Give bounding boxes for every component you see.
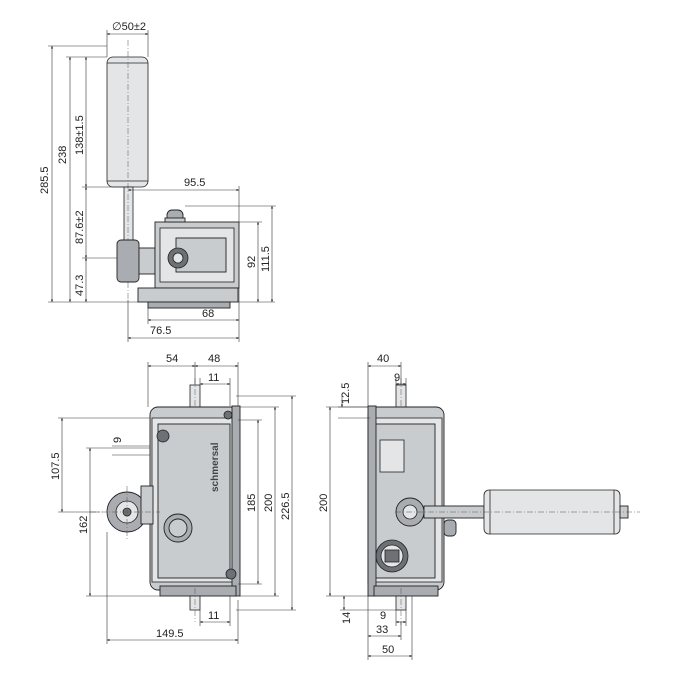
- dim-149-5: 149.5: [156, 628, 184, 640]
- dim-48: 48: [208, 353, 220, 365]
- dim-111-5: 111.5: [260, 246, 272, 272]
- top-view: ∅50±2 285.5 238 138±1.5 87.6±2 47.3 95.5…: [39, 21, 276, 342]
- dim-285-5: 285.5: [39, 166, 51, 194]
- roller-shaft: [123, 186, 134, 243]
- dim-14: 14: [341, 612, 353, 624]
- dim-162: 162: [78, 516, 90, 534]
- brand-logo: schmersal: [210, 442, 221, 492]
- screw-top-left: [156, 429, 170, 443]
- lever-hub: [116, 239, 140, 283]
- dim-11-bottom: 11: [208, 610, 219, 622]
- dim-107-5: 107.5: [50, 452, 62, 480]
- dim-9-top: 9: [394, 372, 400, 384]
- dim-200: 200: [263, 494, 275, 512]
- dim-200-side: 200: [318, 494, 330, 512]
- dim-185: 185: [246, 494, 258, 512]
- dim-95-5: 95.5: [184, 177, 205, 189]
- dim-33: 33: [376, 624, 388, 636]
- dim-diameter: ∅50±2: [112, 21, 146, 33]
- side-view: 40 9 12.5 200 14 9 33 50: [318, 353, 640, 660]
- mounting-base: [137, 287, 239, 303]
- dim-87-6: 87.6±2: [74, 210, 86, 244]
- dim-40: 40: [377, 353, 389, 365]
- dim-68: 68: [202, 308, 214, 320]
- dim-9-bottom: 9: [380, 610, 386, 622]
- dim-92: 92: [246, 256, 258, 268]
- dim-54: 54: [166, 353, 178, 365]
- screw-bottom-right: [225, 568, 237, 580]
- dim-50: 50: [382, 644, 394, 656]
- dim-138: 138±1.5: [74, 115, 86, 155]
- screw-top-right: [223, 410, 233, 420]
- dim-11-top: 11: [208, 372, 219, 384]
- dim-12-5: 12.5: [340, 383, 352, 404]
- dim-9: 9: [112, 437, 124, 443]
- dim-47-3: 47.3: [74, 275, 86, 296]
- front-view: schmersal 54 48 11 9 107.5 162 185: [50, 353, 296, 644]
- dim-76-5: 76.5: [150, 325, 171, 337]
- dim-226-5: 226.5: [280, 492, 292, 520]
- dim-238: 238: [57, 146, 69, 164]
- roller-cylinder: [106, 56, 149, 188]
